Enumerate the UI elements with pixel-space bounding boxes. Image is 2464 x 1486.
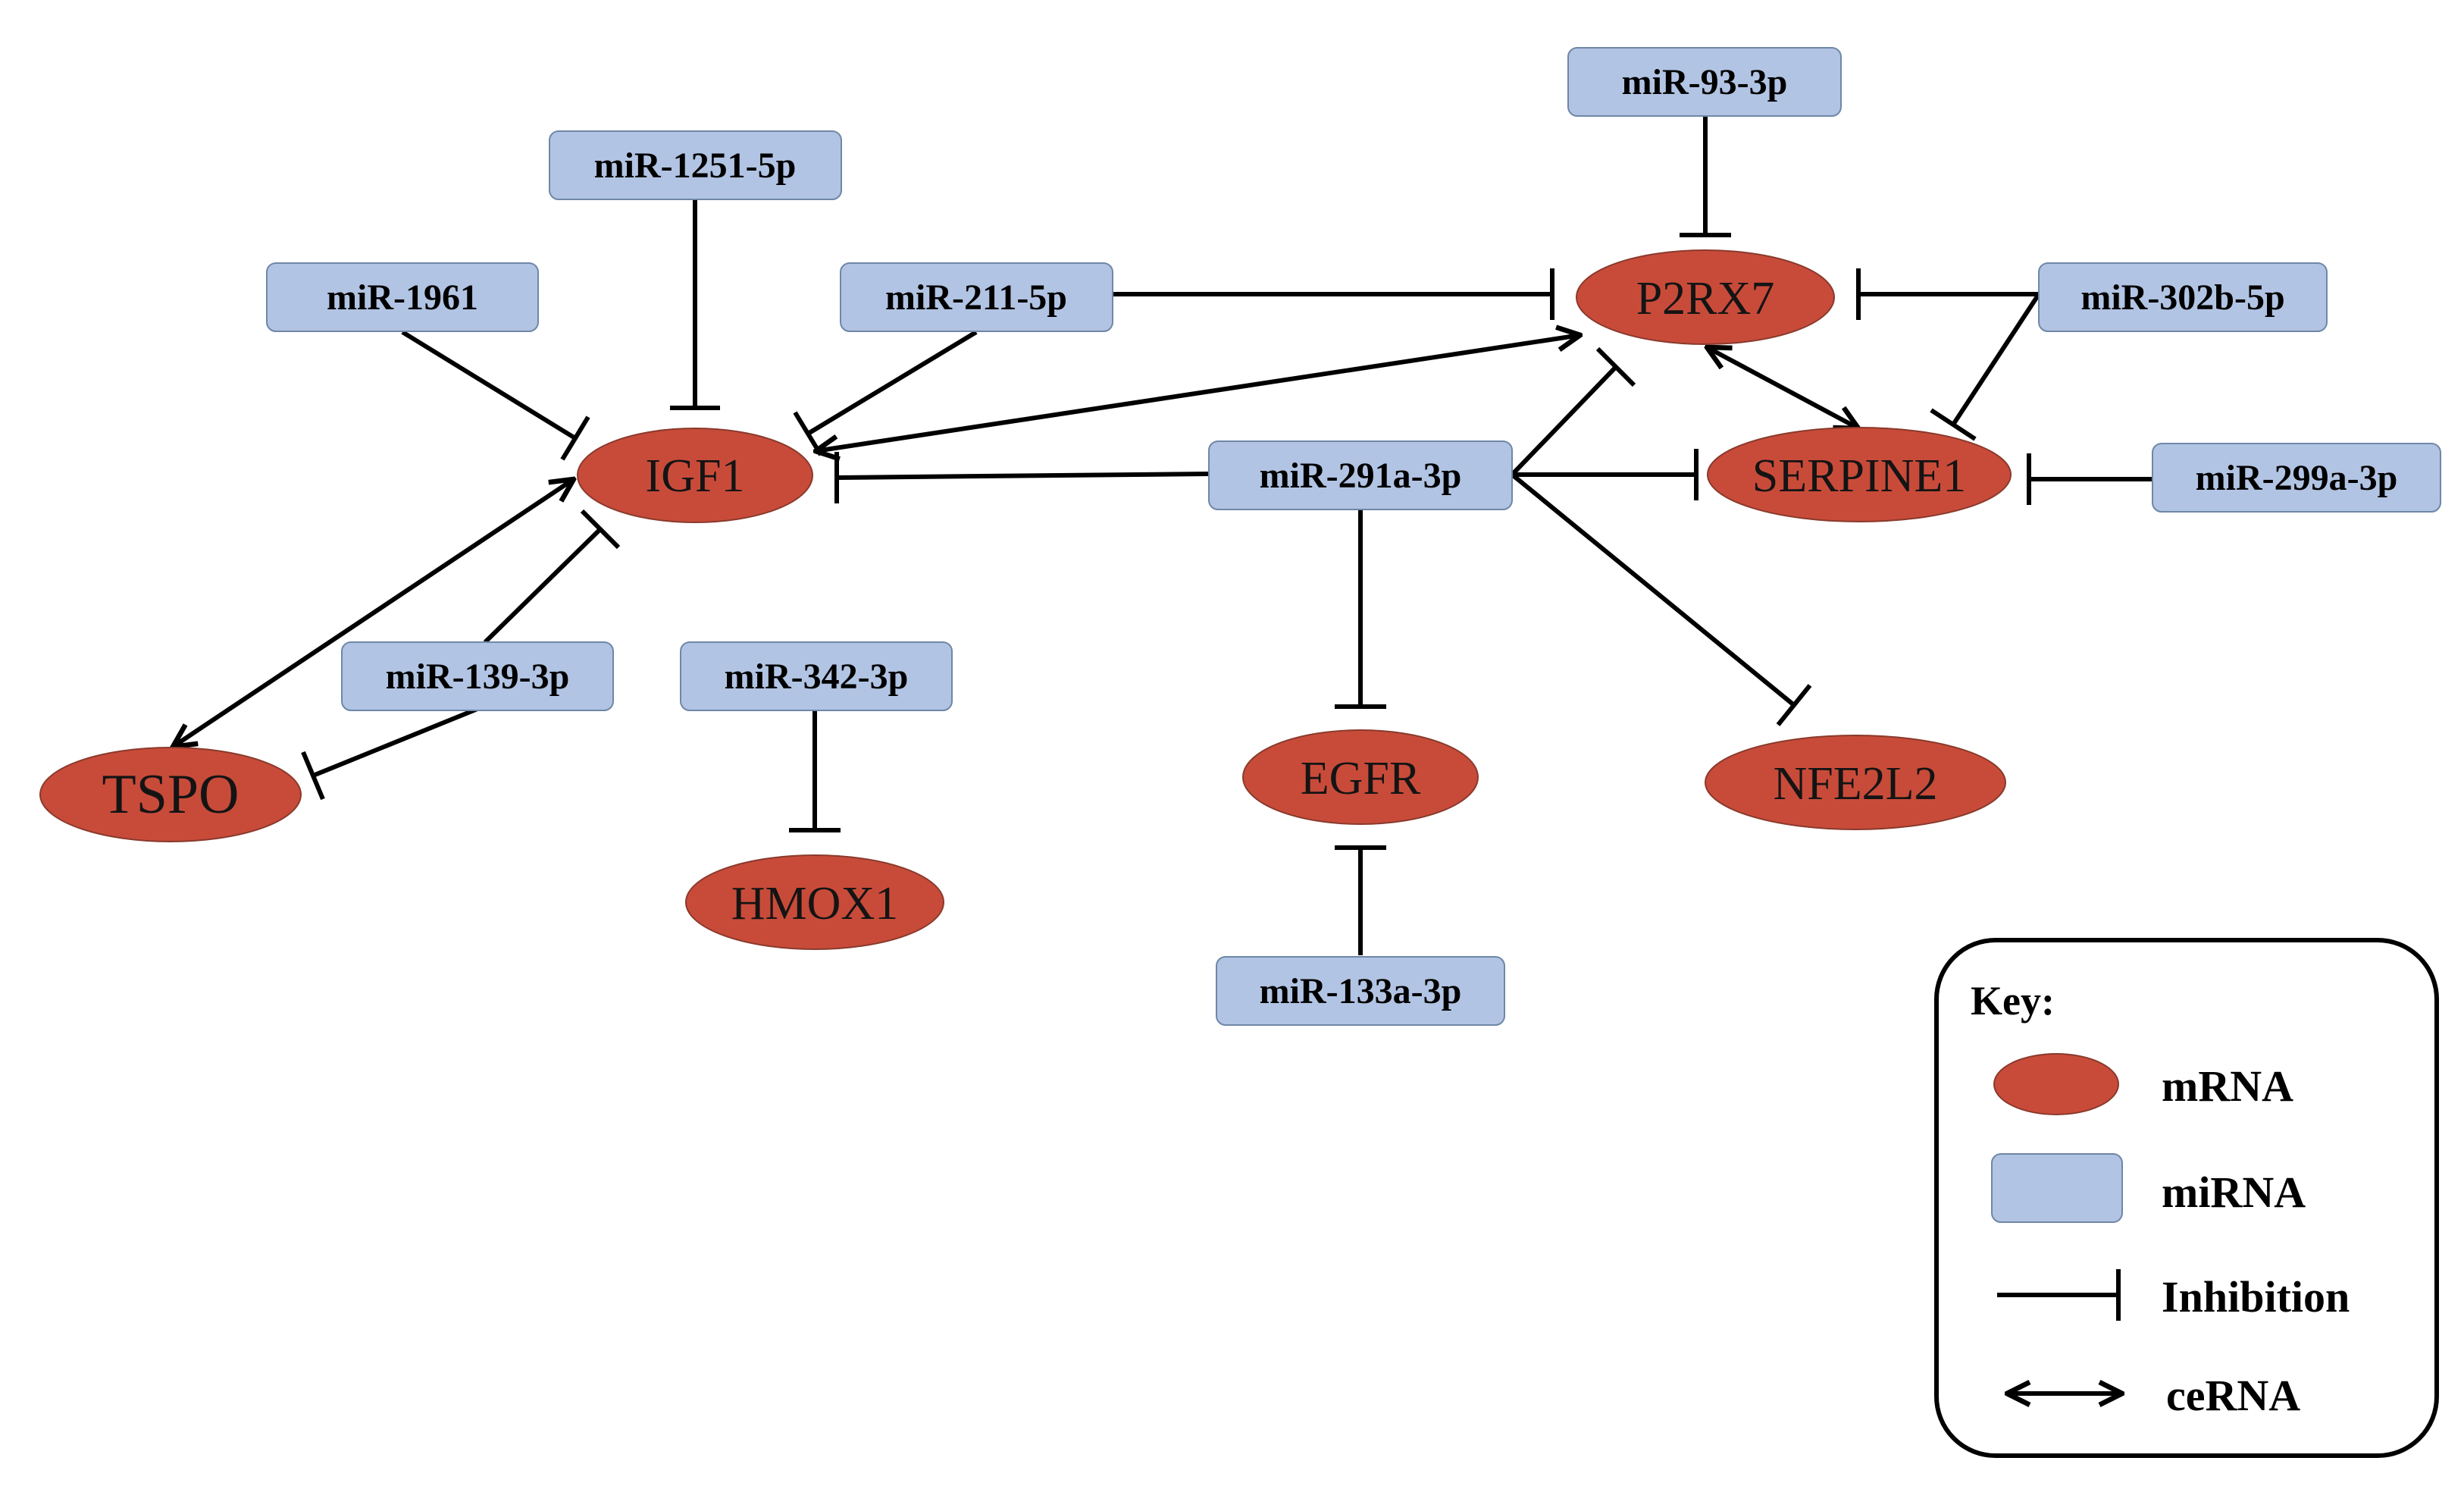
mrna-nodes: TSPO IGF1 HMOX1 EGFR P2RX7 SERPINE1 NFE2…: [39, 249, 2012, 950]
mrna-node-serpine1: SERPINE1: [1707, 427, 2012, 522]
mirna-box: [680, 641, 953, 711]
inhibition-mir-1961-igf1: [401, 330, 590, 461]
inhibition-mir-291a-3p-egfr: [1335, 510, 1386, 709]
legend-mrna-label: mRNA: [2162, 1061, 2293, 1111]
mrna-node-igf1: IGF1: [577, 428, 813, 523]
mrna-node-egfr: EGFR: [1242, 729, 1479, 825]
mrna-ellipse: [577, 428, 813, 523]
inhibition-mir-133a-3p-egfr: [1335, 845, 1386, 955]
mrna-label: P2RX7: [1636, 273, 1775, 324]
mrna-ellipse: [1705, 735, 2006, 830]
mirna-nodes: miR-1251-5p miR-1961 miR-211-5p miR-93-3…: [266, 47, 2441, 1026]
mirna-label: miR-302b-5p: [2080, 277, 2284, 318]
mrna-ellipse: [685, 854, 944, 950]
edges: [173, 116, 2152, 955]
inhibition-mir-342-3p-hmox1: [789, 710, 841, 832]
mirna-box: [1216, 956, 1505, 1026]
mirna-label: miR-93-3p: [1622, 62, 1788, 102]
mirna-box: [341, 641, 614, 711]
mrna-ellipse: [1576, 249, 1835, 345]
mrna-node-nfe2l2: NFE2L2: [1705, 735, 2006, 830]
mirna-box: [266, 262, 539, 332]
mrna-node-tspo: TSPO: [39, 747, 302, 842]
mirna-box: [1567, 47, 1842, 117]
mrna-node-p2rx7: P2RX7: [1576, 249, 1835, 345]
mrna-label: HMOX1: [731, 878, 898, 930]
mirna-box: [840, 262, 1113, 332]
mirna-node-mir-139-3p: miR-139-3p: [341, 641, 614, 711]
legend-mirna-swatch: [1991, 1153, 2123, 1223]
mirna-node-mir-302b-5p: miR-302b-5p: [2038, 262, 2328, 332]
mirna-box: [549, 130, 842, 200]
mirna-node-mir-93-3p: miR-93-3p: [1567, 47, 1842, 117]
mirna-node-mir-1251-5p: miR-1251-5p: [549, 130, 842, 200]
inhibition-mir-302b-5p-p2rx7: [1856, 268, 2039, 320]
cerna-p2rx7-serpine1: [1707, 347, 1858, 428]
mirna-node-mir-133a-3p: miR-133a-3p: [1216, 956, 1505, 1026]
mirna-label: miR-1251-5p: [594, 146, 797, 186]
cerna-igf1-tspo: [173, 479, 574, 747]
legend-mrna-swatch: [1993, 1053, 2119, 1115]
mrna-label: EGFR: [1301, 753, 1421, 804]
mirna-label: miR-211-5p: [885, 277, 1067, 318]
mirna-label: miR-291a-3p: [1260, 456, 1462, 496]
inhibition-mir-291a-3p-serpine1: [1512, 449, 1699, 500]
inhibition-mir-93-3p-p2rx7: [1680, 116, 1731, 237]
mirna-box: [2038, 262, 2328, 332]
mirna-node-mir-299a-3p: miR-299a-3p: [2152, 443, 2441, 513]
mirna-node-mir-342-3p: miR-342-3p: [680, 641, 953, 711]
inhibition-mir-139-3p-tspo: [301, 707, 479, 801]
inhibition-mir-299a-3p-serpine1: [2027, 453, 2152, 505]
legend-cerna-label: ceRNA: [2166, 1371, 2300, 1420]
mirna-node-mir-1961: miR-1961: [266, 262, 539, 332]
mirna-label: miR-299a-3p: [2196, 458, 2398, 498]
inhibition-mir-291a-3p-igf1: [834, 452, 1210, 503]
mrna-node-hmox1: HMOX1: [685, 854, 944, 950]
inhibition-mir-302b-5p-serpine1: [1930, 293, 2041, 441]
inhibition-mir-211-5p-p2rx7: [1113, 268, 1554, 320]
mrna-ellipse: [1707, 427, 2012, 522]
mirna-box: [1208, 440, 1513, 510]
legend-title: Key:: [1971, 978, 2055, 1024]
legend: Key: mRNA miRNA Inhibition ceRNA: [1934, 938, 2439, 1458]
mirna-label: miR-139-3p: [386, 657, 570, 697]
cerna-igf1-p2rx7: [816, 335, 1580, 451]
inhibition-mir-291a-3p-p2rx7: [1510, 346, 1636, 477]
mirna-label: miR-342-3p: [725, 657, 909, 697]
mrna-label: TSPO: [102, 763, 240, 826]
mrna-label: NFE2L2: [1774, 758, 1938, 810]
legend-inhibition-label: Inhibition: [2162, 1272, 2350, 1321]
inhibition-mir-211-5p-igf1: [793, 330, 978, 456]
mirna-label: miR-133a-3p: [1260, 971, 1462, 1011]
mrna-label: SERPINE1: [1752, 450, 1966, 502]
mirna-label: miR-1961: [327, 277, 478, 318]
inhibition-mir-139-3p-igf1: [483, 509, 621, 644]
mirna-box: [2152, 443, 2441, 513]
mrna-ellipse: [39, 747, 302, 842]
mrna-ellipse: [1242, 729, 1479, 825]
mirna-node-mir-291a-3p: miR-291a-3p: [1208, 440, 1513, 510]
inhibition-mir-291a-3p-nfe2l2: [1511, 472, 1812, 726]
mirna-node-mir-211-5p: miR-211-5p: [840, 262, 1113, 332]
mrna-label: IGF1: [646, 450, 745, 502]
legend-mirna-label: miRNA: [2162, 1168, 2306, 1217]
inhibition-mir-1251-5p-igf1: [670, 199, 720, 410]
